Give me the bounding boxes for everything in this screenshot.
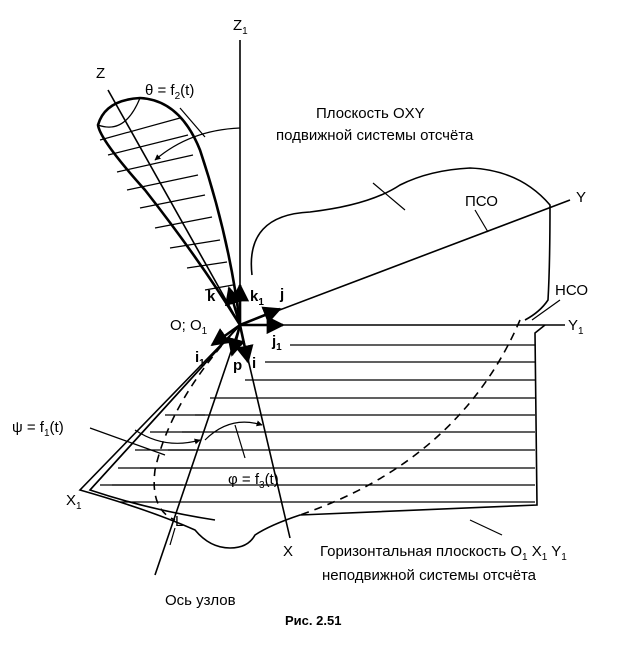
label-l: L	[175, 513, 183, 530]
label-i1: i1	[195, 349, 205, 369]
label-y: Y	[576, 189, 586, 206]
label-psi: ψ = f1(t)	[12, 419, 64, 439]
label-plane-oxy-1: Плоскость OXY	[316, 105, 425, 122]
label-origin: O; O1	[170, 317, 208, 337]
label-z: Z	[96, 65, 105, 82]
label-horizontal-plane-2: неподвижной системы отсчёта	[322, 567, 537, 584]
horizontal-fixed-plane	[78, 324, 546, 549]
label-phi: φ = f3(t)	[228, 471, 279, 491]
label-x1: X1	[66, 492, 82, 512]
axis-z	[107, 89, 241, 326]
pso-leader	[474, 209, 489, 233]
vector-j	[239, 306, 282, 327]
theta-leader	[179, 107, 206, 138]
label-y1: Y1	[568, 317, 584, 337]
nso-leader	[531, 299, 561, 321]
horiz-plane-leader	[469, 519, 503, 536]
antenna-lobe	[96, 96, 242, 326]
label-horizontal-plane-1: Горизонтальная плоскость O1 X1 Y1	[320, 543, 567, 563]
vector-p	[227, 324, 246, 357]
label-nso: НСО	[555, 282, 588, 299]
phi-leader	[234, 424, 246, 459]
label-p: p	[233, 357, 242, 374]
nodes-dashed-curve	[153, 324, 241, 521]
psi-arc	[134, 429, 201, 445]
label-j1: j1	[271, 333, 282, 353]
label-plane-oxy-2: подвижной системы отсчёта	[276, 127, 474, 144]
label-i: i	[252, 355, 256, 372]
label-k1: k1	[250, 288, 264, 308]
phi-arc	[204, 420, 263, 441]
horizontal-plane-hatching	[112, 344, 535, 503]
psi-leader	[89, 427, 166, 456]
plane-oxy-leader	[372, 182, 406, 211]
nodes-axis-line	[154, 324, 241, 576]
label-pso: ПСО	[465, 193, 498, 210]
figure-caption: Рис. 2.51	[285, 613, 341, 628]
label-theta: θ = f2(t)	[145, 82, 194, 102]
vector-i1	[210, 323, 241, 347]
label-j: j	[279, 286, 284, 303]
axis-x1-line	[89, 324, 241, 491]
theta-arc	[154, 127, 241, 161]
l-leader	[169, 527, 176, 546]
nodes-sector	[88, 324, 241, 521]
moving-plane-dashed-edge	[299, 319, 521, 516]
axis-y	[239, 199, 571, 326]
label-nodes-axis: Ось узлов	[165, 592, 236, 609]
moving-plane-oxy	[250, 167, 551, 321]
label-z1: Z1	[233, 17, 248, 37]
label-x: X	[283, 543, 293, 560]
label-k: k	[207, 288, 216, 305]
